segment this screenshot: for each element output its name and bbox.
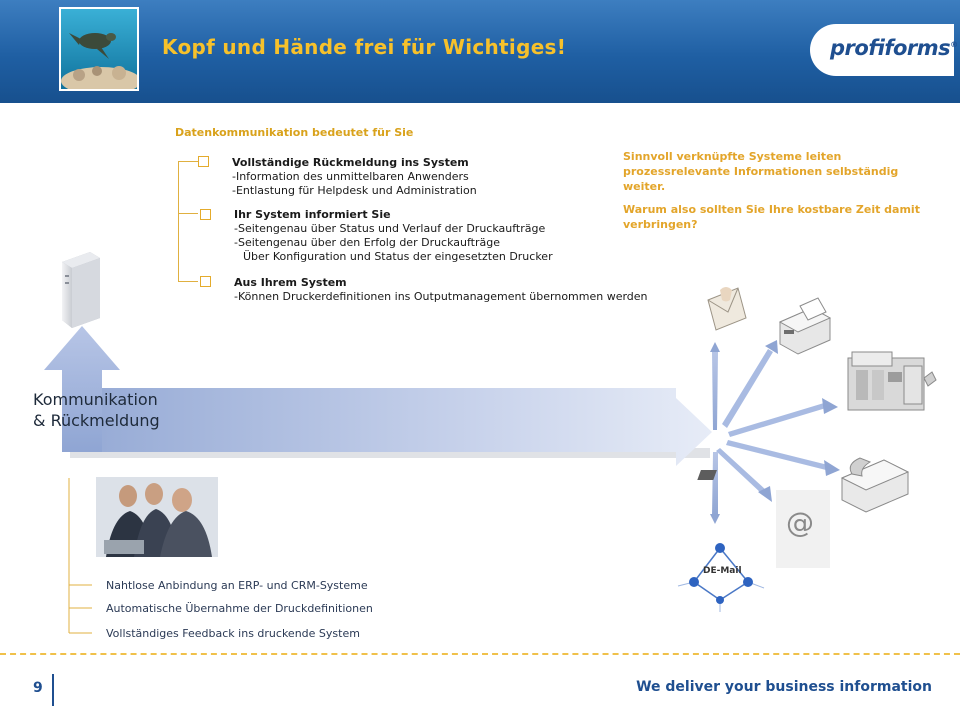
server-icon	[62, 252, 100, 328]
benefit-item: Vollständiges Feedback ins druckende Sys…	[106, 627, 360, 640]
item-line: -Seitengenau über den Erfolg der Druckau…	[234, 236, 501, 249]
header-bar: Kopf und Hände frei für Wichtiges! proﬁf…	[0, 0, 960, 103]
page-number: 9	[33, 680, 43, 696]
tree-branch	[178, 281, 198, 282]
header-photo-turtle	[59, 7, 139, 91]
printer-icon	[778, 297, 832, 355]
horizontal-arrow	[62, 388, 712, 466]
item-heading: Aus Ihrem System	[234, 276, 347, 289]
logo-wordmark: proﬁforms®	[830, 36, 958, 60]
arrow-label-line-2: & Rückmeldung	[33, 411, 160, 430]
item-heading: Vollständige Rückmeldung ins System	[232, 156, 469, 169]
vertical-arrow	[44, 326, 120, 452]
hub-spokes	[710, 340, 840, 524]
benefit-item: Nahtlose Anbindung an ERP- und CRM-Syste…	[106, 579, 368, 592]
item-line: -Entlastung für Helpdesk und Administrat…	[232, 184, 477, 197]
tree-branch	[178, 161, 198, 162]
business-team-photo	[96, 477, 218, 557]
side-note: Sinnvoll verknüpfte Systeme leiten proze…	[623, 149, 933, 232]
item-heading: Ihr System informiert Sie	[234, 208, 391, 221]
fax-icon	[697, 457, 910, 513]
letter-icon	[707, 287, 747, 331]
arrow-label-line-1: Kommunikation	[33, 390, 158, 409]
item-line: Über Konfiguration und Status der einges…	[236, 250, 553, 263]
footer-tagline: We deliver your business information	[636, 679, 932, 695]
page-number-bar	[52, 674, 54, 706]
company-logo: proﬁforms®	[810, 24, 958, 76]
side-note-1: Sinnvoll verknüpfte Systeme leiten proze…	[623, 150, 899, 193]
arrow-label: Kommunikation & Rückmeldung	[33, 389, 160, 431]
checkbox-icon	[200, 209, 211, 220]
section-title: Datenkommunikation bedeutet für Sie	[175, 126, 414, 139]
side-note-2: Warum also sollten Sie Ihre kostbare Zei…	[623, 203, 920, 231]
tree-bracket	[178, 161, 179, 281]
demail-label: DE-Mail	[703, 566, 742, 576]
tree-branch	[178, 213, 198, 214]
demail-network-icon: DE-Mail	[677, 543, 765, 612]
benefit-item: Automatische Übernahme der Druckdefiniti…	[106, 602, 373, 615]
page-title: Kopf und Hände frei für Wichtiges!	[162, 35, 567, 59]
item-line: -Können Druckerdefinitionen ins Outputma…	[234, 290, 648, 303]
production-printer-icon	[847, 351, 937, 411]
item-line: -Seitengenau über Status und Verlauf der…	[234, 222, 546, 235]
checkbox-icon	[200, 276, 211, 287]
at-sign: @	[786, 506, 814, 539]
item-line: -Information des unmittelbaren Anwenders	[232, 170, 469, 183]
arrow-shadow	[70, 448, 710, 458]
email-icon: @	[776, 490, 830, 568]
checkbox-icon	[198, 156, 209, 167]
footer-divider	[0, 653, 960, 655]
